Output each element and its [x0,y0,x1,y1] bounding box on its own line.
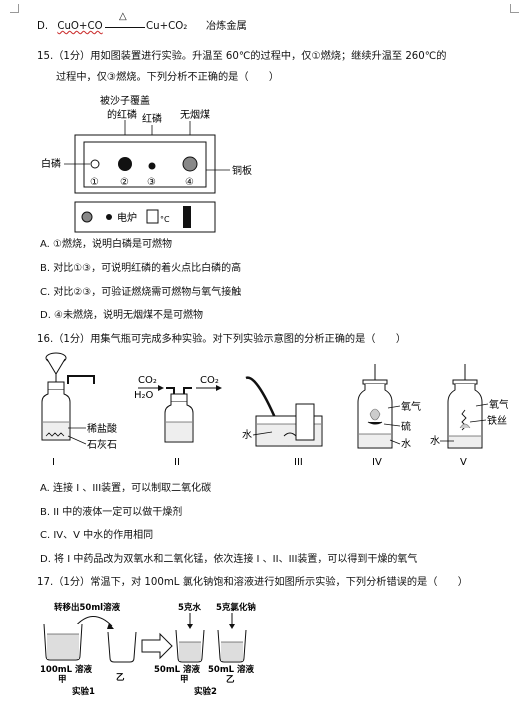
label-sand-covered: 被沙子覆盖 [100,94,150,107]
q15-option-a[interactable]: A. ①燃烧，说明白磷是可燃物 [40,239,172,250]
reactant-formula: CuO+CO [57,21,103,32]
q15-option-b[interactable]: B. 对比①③，可说明红磷的着火点比白磷的高 [40,263,242,274]
question-17-stem: 17.（1分）常温下，对 100mL 氯化钠饱和溶液进行如图所示实验，下列分析错… [37,577,468,588]
roman-4: IV [372,457,382,468]
q15-option-d[interactable]: D. ④未燃烧，说明无烟煤不是可燃物 [40,310,204,321]
label-limestone: 石灰石 [87,438,117,451]
q17-experiment-figure: 转移出50ml溶液 100mL 溶液 甲 乙 实验1 5克水 5克氯化钠 50m… [40,602,256,697]
label-yi-2: 乙 [226,675,235,685]
q16-option-a[interactable]: A. 连接 I 、III装置，可以制取二氧化碳 [40,483,212,494]
label-sulfur: 硫 [401,420,411,433]
q16-apparatus-figure: 稀盐酸 石灰石 I CO₂ H₂O CO₂ II 水 III [41,352,508,468]
process-arrow [141,632,173,660]
q16-option-b[interactable]: B. II 中的液体一定可以做干燥剂 [40,507,183,518]
apparatus-4: 氧气 硫 水 [357,364,421,450]
apparatus-5: 氧气 铁丝 水 [430,364,508,449]
label-sand-covered-2: 的红磷 [107,108,137,121]
heat-symbol: △ [119,11,127,22]
label-copper-plate: 铜板 [232,164,252,177]
label-jia-1: 甲 [58,675,67,685]
beaker-empty [107,631,137,663]
label-dilute-hcl: 稀盐酸 [87,422,117,435]
label-red-phosphorus: 红磷 [142,112,162,125]
roman-1: I [52,457,55,468]
q16-option-d[interactable]: D. 将 I 中药品改为双氧水和二氧化锰，依次连接 I 、II、III装置，可以… [40,554,418,565]
beaker-100ml [43,623,83,661]
label-water-4: 水 [401,438,411,450]
crop-mark-top-right [510,4,519,13]
svg-text:°C: °C [160,215,170,224]
product-formula: Cu+CO₂ [146,21,188,32]
label-50ml-solution-b: 50mL 溶液 [208,664,255,675]
label-water-5: 水 [430,435,440,447]
position-4: ④ [185,177,194,188]
question-15-stem-cont: 过程中，仅③燃烧。下列分析不正确的是（ ） [56,72,280,83]
stove-switch [183,206,191,228]
sand-covered-red-phosphorus-sample [118,157,132,171]
label-100ml-solution: 100mL 溶液 [40,664,92,675]
crop-mark-top-left [10,4,19,13]
label-yi-1: 乙 [116,673,125,683]
apparatus-3: 水 [242,376,323,447]
label-oxygen-5: 氧气 [489,398,508,411]
reaction-arrow: △ [105,11,145,34]
q15-apparatus-figure: 被沙子覆盖 的红磷 红磷 无烟煤 白磷 ① ② ③ ④ 铜板 电炉 °C [41,94,252,233]
label-50ml-solution-a: 50mL 溶液 [154,664,201,675]
label-jia-2: 甲 [180,675,189,685]
label-co2-out: CO₂ [200,375,219,386]
label-experiment-1: 实验1 [72,686,95,697]
label-white-phosphorus: 白磷 [41,157,61,170]
question-16-stem: 16.（1分）用集气瓶可完成多种实验。对下列实验示意图的分析正确的是（ ） [37,334,407,345]
label-water-vapor: H₂O [134,390,154,401]
white-phosphorus-sample [90,159,100,169]
label-experiment-2: 实验2 [194,686,217,697]
label-5g-nacl: 5克氯化钠 [216,602,256,613]
apparatus-2: CO₂ H₂O CO₂ [134,375,222,443]
reaction-use: 冶炼金属 [206,21,247,32]
label-co2-in: CO₂ [138,375,157,386]
question-15-stem: 15.（1分）用如图装置进行实验。升温至 60℃的过程中，仅①燃烧；继续升温至 … [37,51,447,62]
position-1: ① [90,177,99,188]
position-3: ③ [147,177,156,188]
option-label: D. [37,21,49,32]
q16-option-c[interactable]: C. IV、V 中水的作用相同 [40,530,154,541]
apparatus-1 [41,352,95,441]
beaker-jia-2 [175,629,205,663]
label-oxygen-4: 氧气 [401,400,421,413]
beaker-yi-2 [217,629,247,663]
q15-option-c[interactable]: C. 对比②③，可验证燃烧需可燃物与氧气接触 [40,287,242,298]
line-d: D. CuO+CO [37,20,103,34]
electric-stove [74,201,216,233]
label-iron-wire: 铁丝 [487,414,507,427]
anthracite-sample [182,156,198,172]
label-transfer-50ml: 转移出50ml溶液 [54,602,121,613]
label-5g-water: 5克水 [178,602,201,613]
roman-5: V [460,457,467,468]
roman-2: II [174,457,180,468]
red-phosphorus-sample [148,162,156,170]
position-2: ② [120,177,129,188]
label-electric-stove: 电炉 [117,211,137,224]
label-anthracite: 无烟煤 [180,108,210,121]
roman-3: III [294,457,303,468]
label-water-3: 水 [242,429,252,441]
